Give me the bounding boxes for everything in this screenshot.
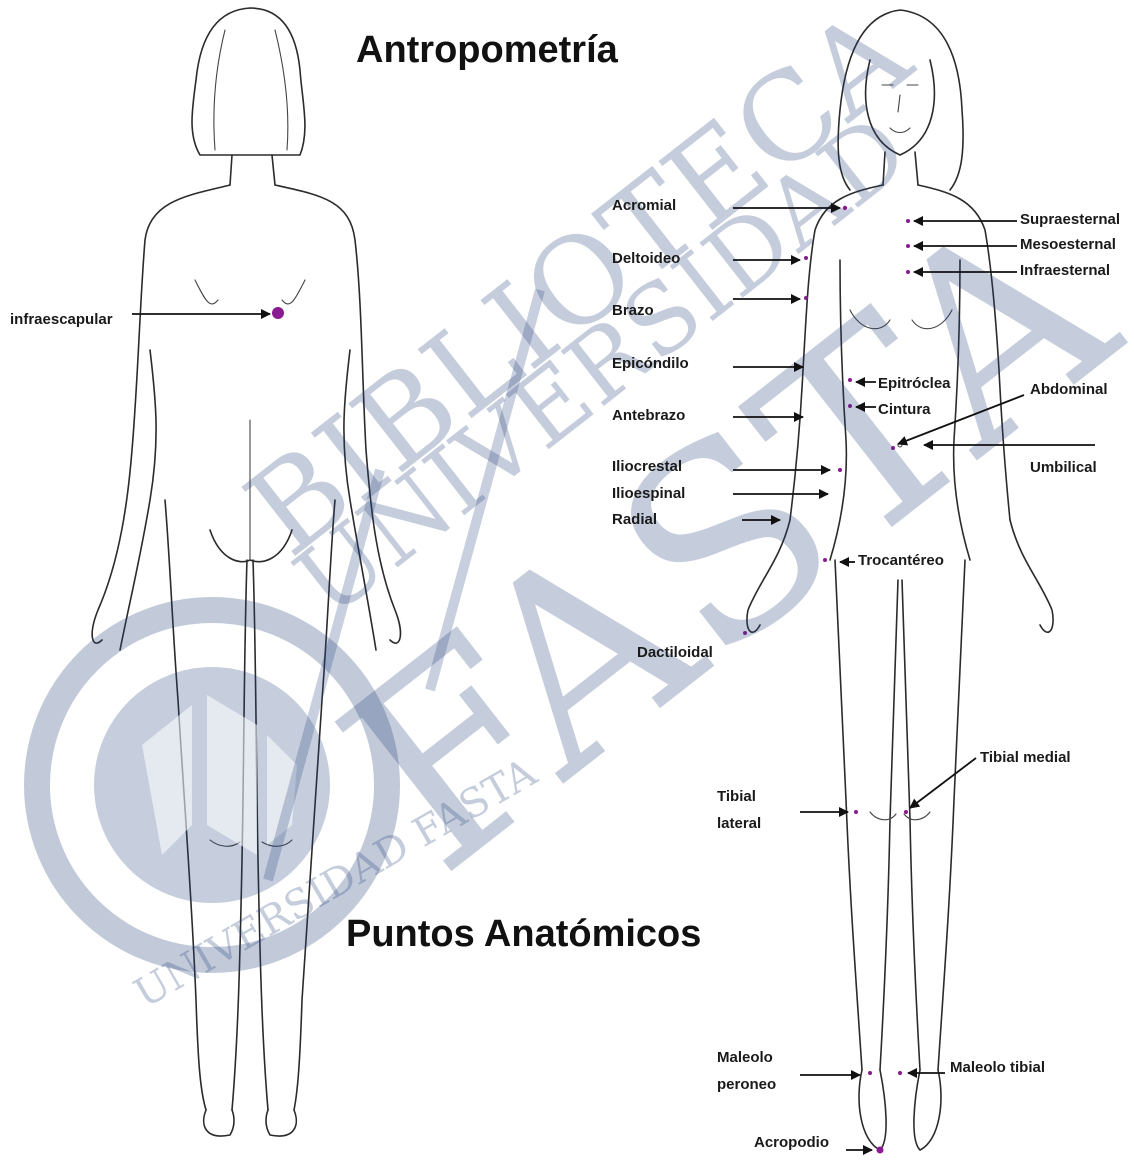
label-radial: Radial [612, 511, 657, 528]
label-iliocrestal: Iliocrestal [612, 458, 682, 475]
label-tibial-lateral-line1: Tibial [717, 788, 756, 805]
label-brazo: Brazo [612, 302, 654, 319]
label-maleolo-peroneo-line1: Maleolo [717, 1049, 773, 1066]
label-tibial-medial: Tibial medial [980, 749, 1071, 766]
title-bottom: Puntos Anatómicos [346, 913, 701, 955]
label-umbilical: Umbilical [1030, 459, 1097, 476]
label-ilioespinal: Ilioespinal [612, 485, 685, 502]
tibial-lateral-marker [854, 810, 858, 814]
infraescapular-marker [272, 307, 284, 319]
label-trocantereo: Trocantéreo [858, 552, 944, 569]
label-deltoideo: Deltoideo [612, 250, 680, 267]
label-tibial-lateral-line2: lateral [717, 815, 761, 832]
label-infraesternal: Infraesternal [1020, 262, 1110, 279]
maleolo-peroneo-marker [868, 1071, 872, 1075]
tibial-medial-marker [904, 810, 908, 814]
label-supraesternal: Supraesternal [1020, 211, 1120, 228]
label-maleolo-tibial: Maleolo tibial [950, 1059, 1045, 1076]
label-infraescapular: infraescapular [10, 311, 113, 328]
label-epitroclea: Epitróclea [878, 375, 951, 392]
label-antebrazo: Antebrazo [612, 407, 685, 424]
watermark: UNIVERSIDAD FASTA BIBLIOTECA UNIVERSIDAD… [37, 0, 1134, 1017]
label-acromial: Acromial [612, 197, 676, 214]
label-acropodio: Acropodio [754, 1134, 829, 1151]
title-top: Antropometría [356, 29, 619, 71]
label-mesoesternal: Mesoesternal [1020, 236, 1116, 253]
label-epicondilo: Epicóndilo [612, 355, 689, 372]
label-abdominal: Abdominal [1030, 381, 1108, 398]
label-maleolo-peroneo-line2: peroneo [717, 1076, 776, 1093]
acropodio-marker [877, 1147, 884, 1154]
label-cintura: Cintura [878, 401, 931, 418]
label-dactiloidal: Dactiloidal [637, 644, 713, 661]
maleolo-tibial-marker [898, 1071, 902, 1075]
